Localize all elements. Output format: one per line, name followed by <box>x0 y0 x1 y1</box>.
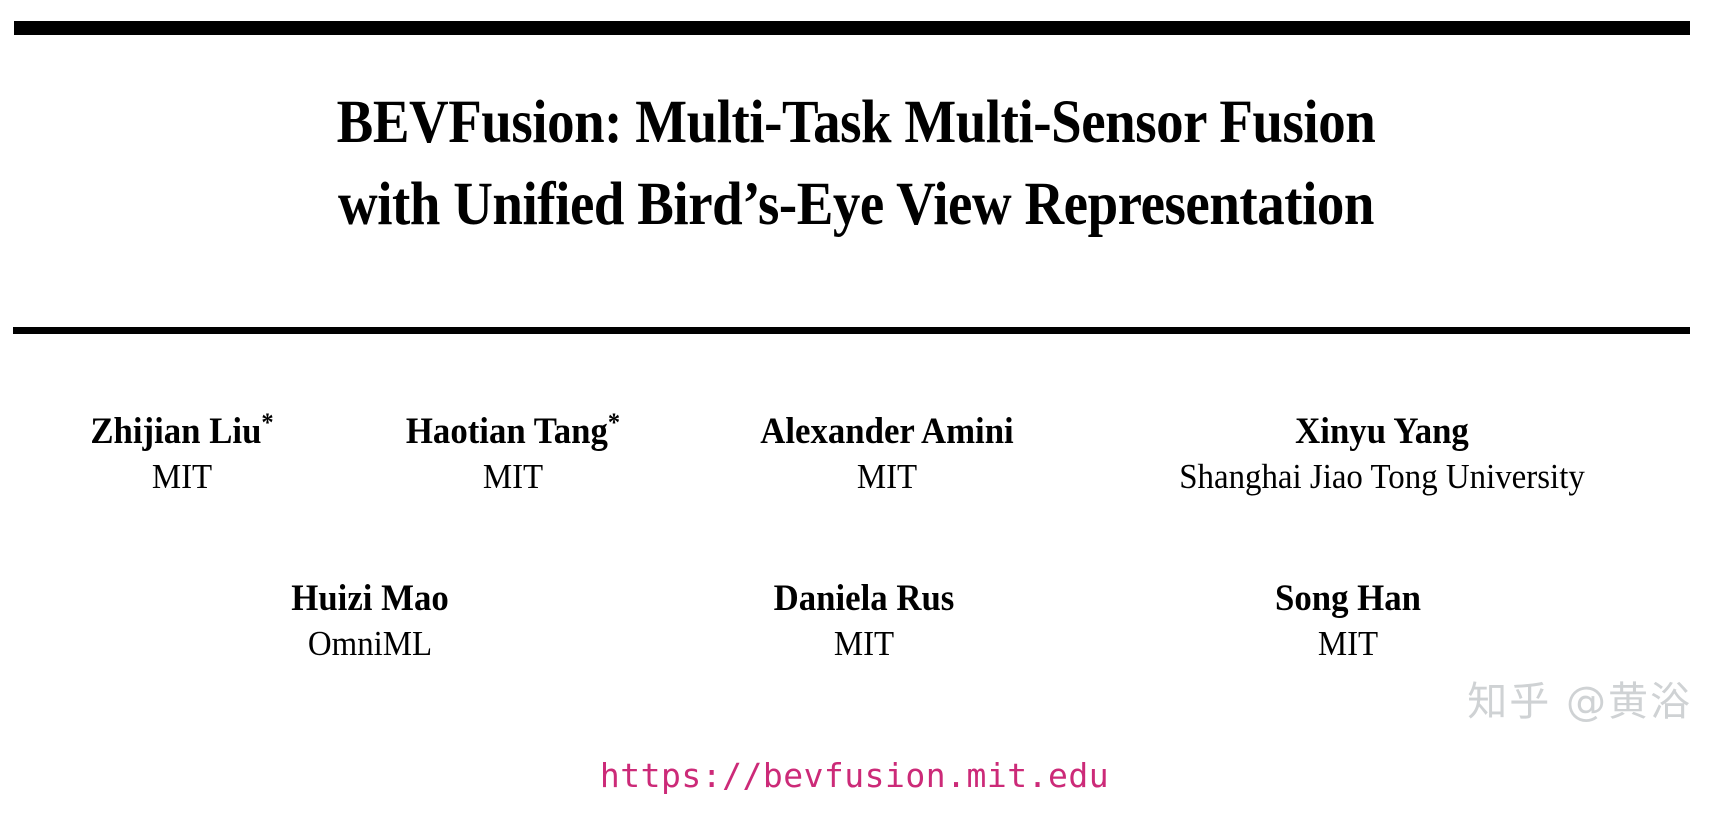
author-list: Zhijian Liu* MIT Haotian Tang* MIT Alexa… <box>0 400 1712 717</box>
project-url-link[interactable]: https://bevfusion.mit.edu <box>599 756 1110 795</box>
author-name: Daniela Rus <box>773 578 955 619</box>
author-affiliation: Shanghai Jiao Tong University <box>1179 457 1585 496</box>
author-affiliation: OmniML <box>307 624 433 663</box>
author-haotian-tang: Haotian Tang* MIT <box>399 400 627 499</box>
author-xinyu-yang: Xinyu Yang Shanghai Jiao Tong University <box>1166 400 1597 499</box>
author-affiliation: MIT <box>856 457 918 496</box>
author-zhijian-liu: Zhijian Liu* MIT <box>84 400 279 499</box>
title-separator-rule <box>13 327 1690 334</box>
author-huizi-mao: Huizi Mao OmniML <box>286 567 454 666</box>
author-song-han: Song Han MIT <box>1270 567 1425 666</box>
author-row-1: Zhijian Liu* MIT Haotian Tang* MIT Alexa… <box>0 400 1712 550</box>
top-rule <box>14 21 1690 35</box>
author-affiliation: MIT <box>482 457 544 496</box>
equal-contribution-marker: * <box>261 408 274 437</box>
zhihu-watermark: 知乎 @黄浴 <box>1467 679 1692 725</box>
author-affiliation: MIT <box>1317 624 1379 663</box>
author-affiliation: MIT <box>833 624 895 663</box>
author-name: Alexander Amini <box>760 411 1014 452</box>
project-url: https://bevfusion.mit.edu <box>0 756 1712 796</box>
author-name: Song Han <box>1275 578 1421 619</box>
title-line-2: with Unified Bird’s-Eye View Representat… <box>338 171 1374 238</box>
title-line-1: BEVFusion: Multi-Task Multi-Sensor Fusio… <box>336 89 1376 156</box>
author-name: Zhijian Liu* <box>90 408 274 452</box>
author-row-2: Huizi Mao OmniML Daniela Rus MIT Song Ha… <box>0 567 1712 717</box>
author-name: Xinyu Yang <box>1295 411 1469 452</box>
author-alexander-amini: Alexander Amini MIT <box>752 400 1022 499</box>
author-daniela-rus: Daniela Rus MIT <box>768 567 960 666</box>
author-name: Haotian Tang* <box>405 408 621 452</box>
author-name: Huizi Mao <box>291 578 449 619</box>
page-title: BEVFusion: Multi-Task Multi-Sensor Fusio… <box>0 82 1712 246</box>
equal-contribution-marker: * <box>607 408 621 437</box>
author-affiliation: MIT <box>151 457 213 496</box>
